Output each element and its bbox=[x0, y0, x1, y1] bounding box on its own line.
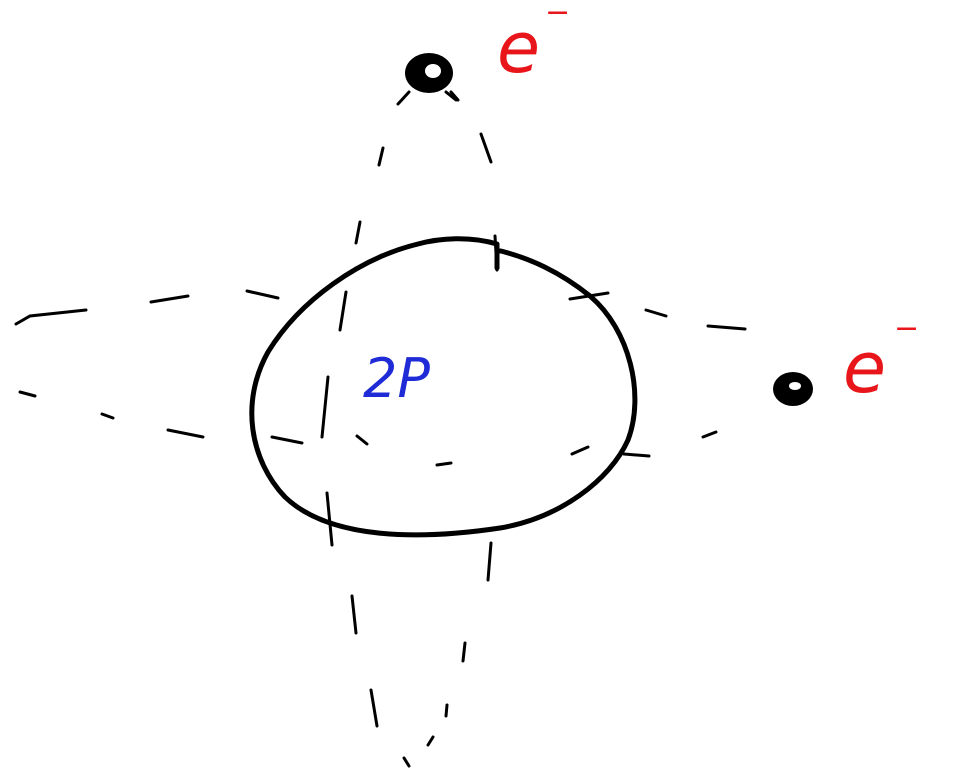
electron-right bbox=[773, 372, 813, 406]
electron-dot-icon bbox=[773, 372, 813, 406]
orbital-label: 2P bbox=[363, 347, 430, 410]
vertical-lobe-dashes bbox=[322, 92, 497, 766]
electron-dot-icon bbox=[398, 53, 458, 104]
electron-label-right: e − bbox=[843, 311, 919, 409]
electron-top-symbol: e bbox=[497, 7, 540, 89]
electron-right-symbol: e bbox=[843, 327, 886, 409]
orbital-outline bbox=[252, 239, 635, 535]
electron-top-charge: − bbox=[545, 0, 570, 30]
electron-right-charge: − bbox=[894, 311, 919, 346]
electron-label-top: e − bbox=[497, 0, 570, 89]
electron-top bbox=[398, 53, 458, 104]
